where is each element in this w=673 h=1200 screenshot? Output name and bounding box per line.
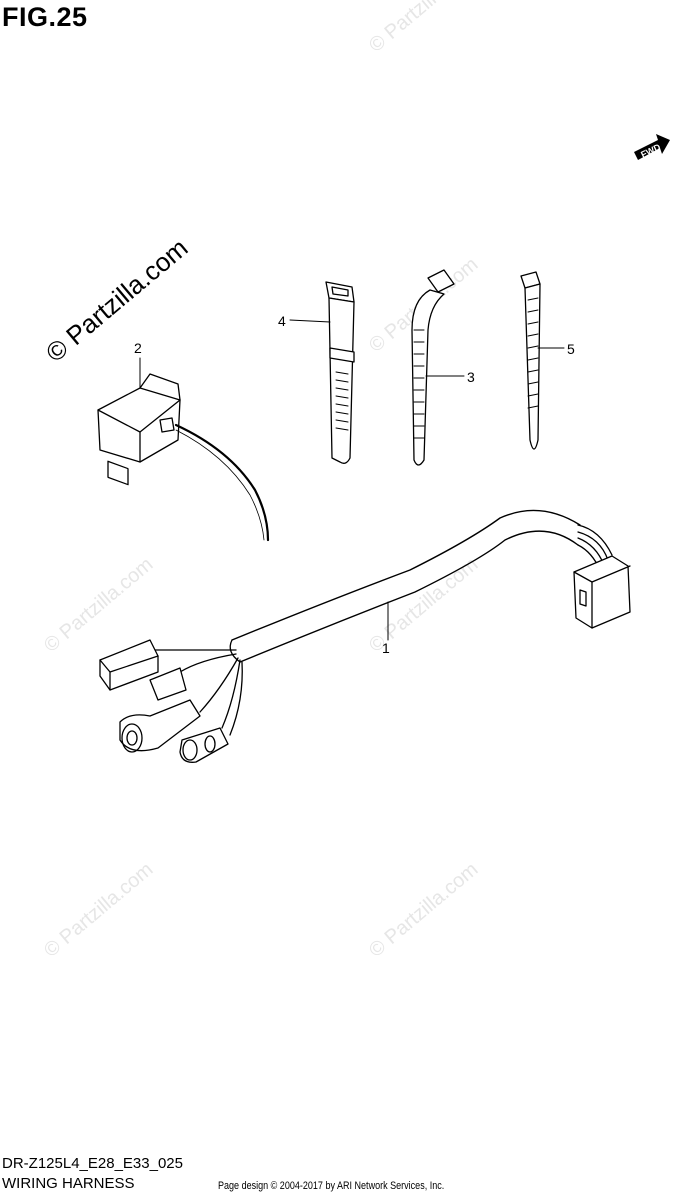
callout-5: 5	[567, 341, 575, 357]
callout-2: 2	[134, 340, 142, 356]
part-1-wiring-harness[interactable]	[99, 509, 631, 763]
part-4-band-clamp[interactable]	[325, 281, 355, 464]
page-credit: Page design © 2004-2017 by ARI Network S…	[218, 1180, 445, 1192]
part-5-cable-tie[interactable]	[520, 271, 541, 450]
part-2-switch[interactable]	[97, 373, 270, 542]
fwd-arrow-icon: FWD	[634, 134, 670, 160]
callout-1: 1	[382, 640, 390, 656]
figure-code: DR-Z125L4_E28_E33_025	[2, 1155, 183, 1172]
figure-subtitle: WIRING HARNESS	[2, 1175, 135, 1192]
callout-3: 3	[467, 369, 475, 385]
figure-title: FIG.25	[2, 2, 88, 32]
part-3-clamp[interactable]	[411, 269, 455, 466]
callout-4: 4	[278, 313, 286, 329]
